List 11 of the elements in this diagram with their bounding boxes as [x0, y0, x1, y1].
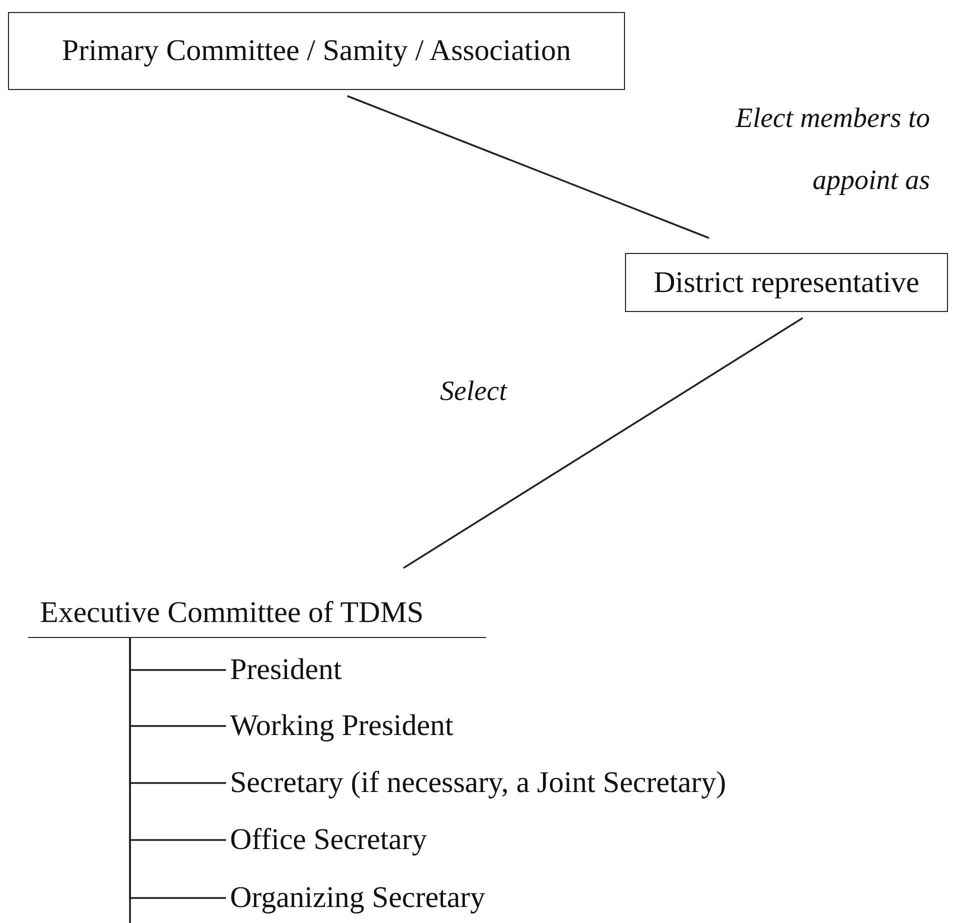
- connector-line: [347, 95, 710, 239]
- position-label: President: [226, 650, 626, 690]
- org-box: Primary Committee / Samity / Association: [8, 12, 625, 90]
- connector-line: [129, 638, 226, 899]
- position-label: Working President: [226, 706, 626, 746]
- position-label: Secretary (if necessary, a Joint Secretary): [226, 763, 846, 803]
- connector-line: [403, 317, 804, 569]
- committee-heading: Executive Committee of TDMS: [28, 588, 486, 638]
- position-label: Organizing Secretary: [226, 878, 626, 918]
- position-label: Office Secretary: [226, 820, 626, 860]
- org-box: District representative: [625, 253, 948, 312]
